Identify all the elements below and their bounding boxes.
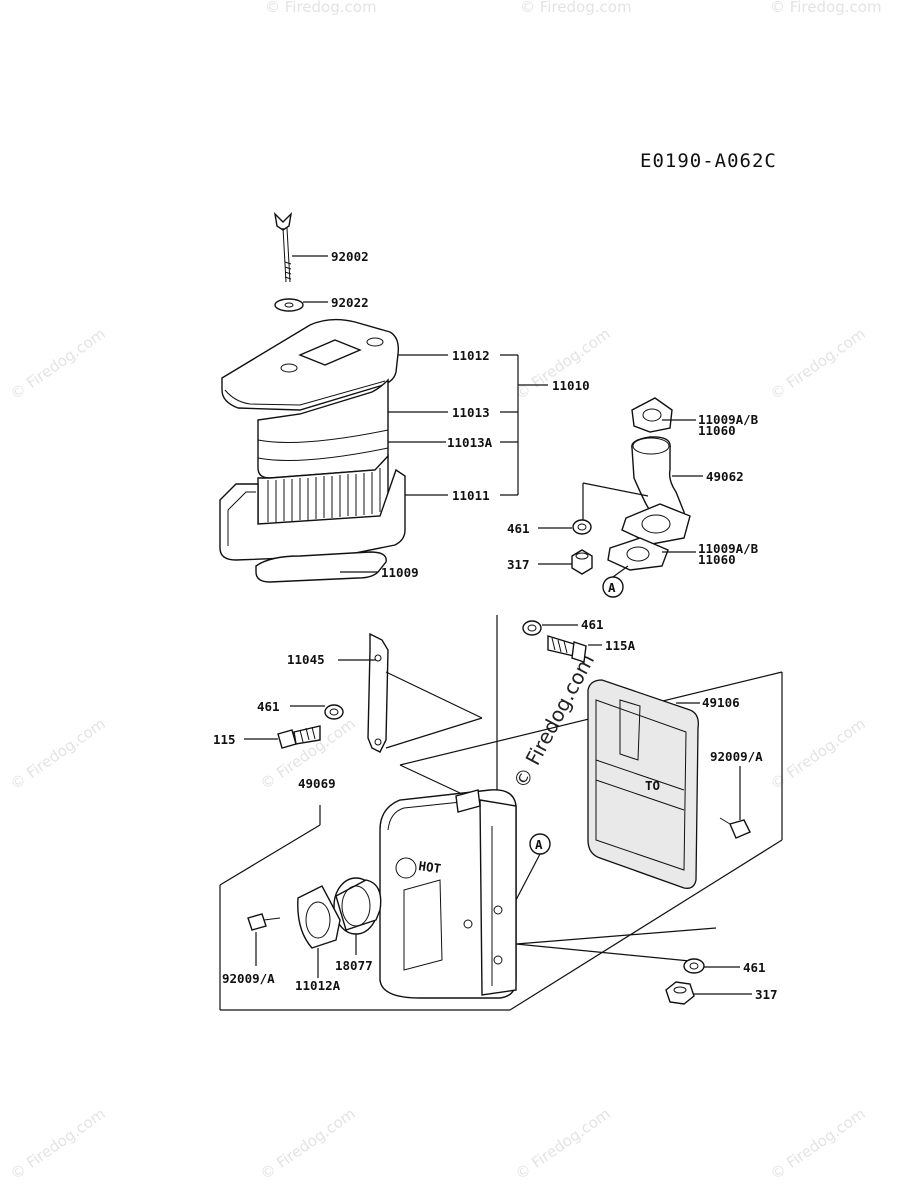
leader-lines-elbow: [538, 419, 703, 578]
leader-lines-shield: [676, 702, 741, 820]
wing-bolt-92002: [273, 211, 293, 283]
part-label-11009ab-top: 11009A/B: [698, 412, 759, 427]
exhaust-flange-11012A: [297, 885, 341, 949]
part-label-11013: 11013: [452, 405, 490, 420]
leader-lines-bolt: [542, 624, 602, 646]
muffler-text: HOT: [418, 858, 442, 876]
watermark: © Firedog.com: [7, 325, 109, 404]
washer-92022: [274, 298, 304, 312]
part-label-11012: 11012: [452, 348, 490, 363]
watermark: © Firedog.com: [512, 1105, 614, 1184]
part-label-49069: 49069: [298, 776, 336, 791]
part-label-92009a-right: 92009/A: [710, 749, 763, 764]
heat-shield-49106: TO: [587, 679, 699, 889]
screw-92009A-left: [247, 913, 281, 931]
part-label-11011: 11011: [452, 488, 490, 503]
part-label-11060-bot: 11060: [698, 552, 736, 567]
air-cleaner-cover-11012: [221, 318, 400, 411]
part-label-11010: 11010: [552, 378, 590, 393]
watermark: © Firedog.com: [520, 0, 632, 16]
part-label-317-a: 317: [507, 557, 530, 572]
spark-arrester-18077: [333, 877, 382, 935]
spring-washer-461-d: [683, 958, 705, 974]
bolt-115: [277, 725, 321, 749]
part-label-461-d: 461: [743, 960, 766, 975]
part-label-92002: 92002: [331, 249, 369, 264]
part-number-labels: 92002 92022 11012 11010 11013 11013A 110…: [213, 249, 778, 1002]
watermarks: © Firedog.com © Firedog.com © Firedog.co…: [7, 0, 882, 1183]
part-label-11013A: 11013A: [447, 435, 493, 450]
air-cleaner-base: [219, 468, 406, 561]
watermark: © Firedog.com: [767, 325, 869, 404]
nut-317-b: [665, 981, 695, 1005]
part-label-461-c: 461: [257, 699, 280, 714]
leader-lines: [292, 255, 548, 573]
watermark-center: © Firedog.com: [508, 650, 599, 793]
part-label-18077: 18077: [335, 958, 373, 973]
reference-marker-a-label: A: [535, 837, 543, 852]
part-label-11009: 11009: [381, 565, 419, 580]
watermark: © Firedog.com: [7, 1105, 109, 1184]
spring-washer-461-b: [522, 620, 542, 636]
part-label-11012A: 11012A: [295, 978, 341, 993]
reference-marker-a-label: A: [608, 580, 616, 595]
part-label-461-a: 461: [507, 521, 530, 536]
part-label-115: 115: [213, 732, 236, 747]
leader-lines-bracket: [244, 659, 483, 749]
part-label-49106: 49106: [702, 695, 740, 710]
shield-text: TO: [645, 778, 660, 793]
part-label-11060-top: 11060: [698, 423, 736, 438]
part-label-92022: 92022: [331, 295, 369, 310]
diagram-code: E0190-A062C: [640, 150, 777, 172]
spring-washer-461-c: [324, 704, 344, 720]
part-label-461-b: 461: [581, 617, 604, 632]
bolt-115A: [547, 635, 587, 663]
part-label-115A: 115A: [605, 638, 636, 653]
watermark: © Firedog.com: [265, 0, 377, 16]
spring-washer-461-a: [572, 519, 592, 535]
watermark: © Firedog.com: [770, 0, 882, 16]
watermark: © Firedog.com: [767, 1105, 869, 1184]
part-label-11009ab-bot: 11009A/B: [698, 541, 759, 556]
part-label-92009a-left: 92009/A: [222, 971, 275, 986]
bracket-11045: [367, 632, 389, 753]
muffler-49069: HOT: [379, 789, 517, 999]
screw-92009A-right: [719, 817, 751, 839]
part-label-11045: 11045: [287, 652, 325, 667]
part-label-49062: 49062: [706, 469, 744, 484]
leader-lines-nut: [694, 966, 752, 995]
nut-317-a: [571, 549, 593, 575]
elbow-pipe-49062: [607, 397, 691, 571]
part-label-317-b: 317: [755, 987, 778, 1002]
watermark: © Firedog.com: [257, 1105, 359, 1184]
watermark: © Firedog.com: [7, 715, 109, 794]
leader-lines-muffler: [255, 853, 717, 978]
